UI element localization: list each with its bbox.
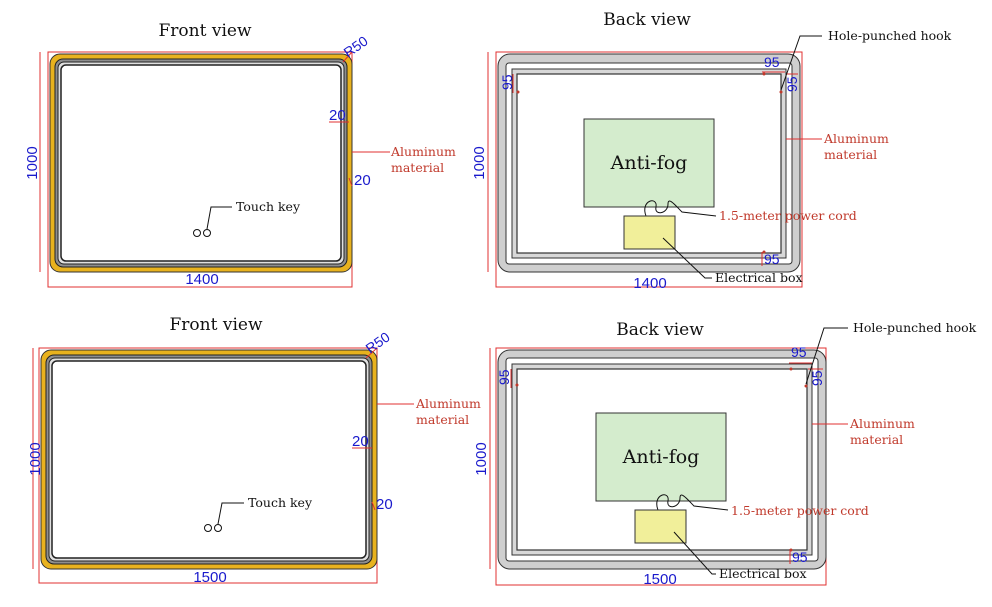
hook-dot bbox=[789, 548, 793, 552]
front-view-1400: Front view 1000 1400 R50 20 20 Aluminum … bbox=[24, 21, 456, 288]
edge-dim-line-side bbox=[348, 177, 353, 187]
width-label: 1400 bbox=[633, 275, 666, 292]
touch-key-circle-left bbox=[193, 229, 201, 237]
aluminum-label-line1: Aluminum bbox=[415, 396, 481, 411]
antifog-pad bbox=[583, 118, 715, 208]
dim-95-right: 95 bbox=[809, 370, 825, 386]
dim-95-bottom: 95 bbox=[792, 549, 808, 565]
electrical-box bbox=[623, 215, 676, 250]
width-label: 1400 bbox=[185, 271, 218, 288]
touch-key-label: Touch key bbox=[248, 495, 313, 510]
aluminum-label-line2: material bbox=[824, 147, 877, 162]
hook-dot bbox=[762, 72, 766, 76]
aluminum-label-line2: material bbox=[850, 432, 903, 447]
edge-width-label-top: 20 bbox=[329, 107, 346, 124]
front-view-title: Front view bbox=[159, 21, 252, 41]
width-label: 1500 bbox=[193, 569, 226, 586]
aluminum-label-line1: Aluminum bbox=[823, 131, 889, 146]
height-label: 1000 bbox=[24, 146, 41, 179]
dim-95-top: 95 bbox=[791, 344, 807, 360]
radius-leader bbox=[342, 51, 353, 63]
touch-key-label: Touch key bbox=[236, 199, 301, 214]
aluminum-label-line1: Aluminum bbox=[849, 416, 915, 431]
electrical-box-leader bbox=[673, 531, 716, 575]
hook-dot bbox=[515, 383, 519, 387]
power-cord-label: 1.5-meter power cord bbox=[731, 503, 869, 518]
dim-95-left: 95 bbox=[496, 369, 512, 385]
antifog-label: Anti-fog bbox=[622, 446, 700, 468]
touch-key-circle-right bbox=[214, 524, 222, 532]
hook-dot bbox=[762, 250, 766, 254]
edge-width-label-side: 20 bbox=[354, 172, 371, 189]
touch-key-circle-left bbox=[204, 524, 212, 532]
height-label: 1000 bbox=[471, 146, 488, 179]
dim-95-bottom: 95 bbox=[764, 251, 780, 267]
aluminum-label-line1: Aluminum bbox=[390, 144, 456, 159]
aluminum-label-line2: material bbox=[391, 160, 444, 175]
electrical-box-leader bbox=[662, 237, 712, 279]
mirror-glass bbox=[60, 64, 342, 262]
height-label: 1000 bbox=[27, 442, 44, 475]
electrical-box-label: Electrical box bbox=[719, 566, 807, 581]
hook-dot bbox=[516, 90, 520, 94]
hook-dot bbox=[779, 90, 783, 94]
back-view-1400: Back view 1000 1400 95 95 95 95 Hole-pun… bbox=[471, 10, 952, 292]
edge-width-label-top: 20 bbox=[352, 433, 369, 450]
hook-leader bbox=[780, 35, 822, 91]
dimension-box bbox=[495, 51, 803, 288]
antifog-label: Anti-fog bbox=[610, 152, 688, 174]
front-view-title: Front view bbox=[170, 315, 263, 335]
width-label: 1500 bbox=[643, 571, 676, 588]
aluminum-label-line2: material bbox=[416, 412, 469, 427]
back-view-1500: Back view 1000 1500 95 95 95 95 Hole-pun… bbox=[473, 320, 977, 588]
hook-dot bbox=[789, 367, 793, 371]
power-cord-label: 1.5-meter power cord bbox=[719, 208, 857, 223]
edge-dim-line-side bbox=[371, 501, 376, 511]
antifog-pad bbox=[595, 412, 727, 502]
front-view-1500: Front view 1000 1500 R50 20 20 Aluminum … bbox=[27, 315, 481, 586]
back-view-title: Back view bbox=[616, 320, 704, 340]
hook-label: Hole-punched hook bbox=[853, 320, 977, 335]
hook-dot bbox=[804, 384, 808, 388]
dim-95-left: 95 bbox=[499, 74, 515, 90]
edge-width-label-side: 20 bbox=[376, 496, 393, 513]
mirror-glass bbox=[51, 360, 367, 559]
hook-leader bbox=[805, 327, 848, 385]
back-view-title: Back view bbox=[603, 10, 691, 30]
dim-95-right: 95 bbox=[784, 76, 800, 92]
electrical-box bbox=[634, 509, 687, 544]
touch-key-leader bbox=[206, 206, 232, 230]
power-cord bbox=[656, 494, 729, 511]
radius-leader bbox=[365, 347, 378, 359]
touch-key-leader bbox=[217, 502, 244, 525]
height-label: 1000 bbox=[473, 442, 490, 475]
dim-95-top: 95 bbox=[764, 54, 780, 70]
touch-key-circle-right bbox=[203, 229, 211, 237]
hook-label: Hole-punched hook bbox=[828, 28, 952, 43]
electrical-box-label: Electrical box bbox=[715, 270, 803, 285]
power-cord bbox=[644, 200, 717, 217]
